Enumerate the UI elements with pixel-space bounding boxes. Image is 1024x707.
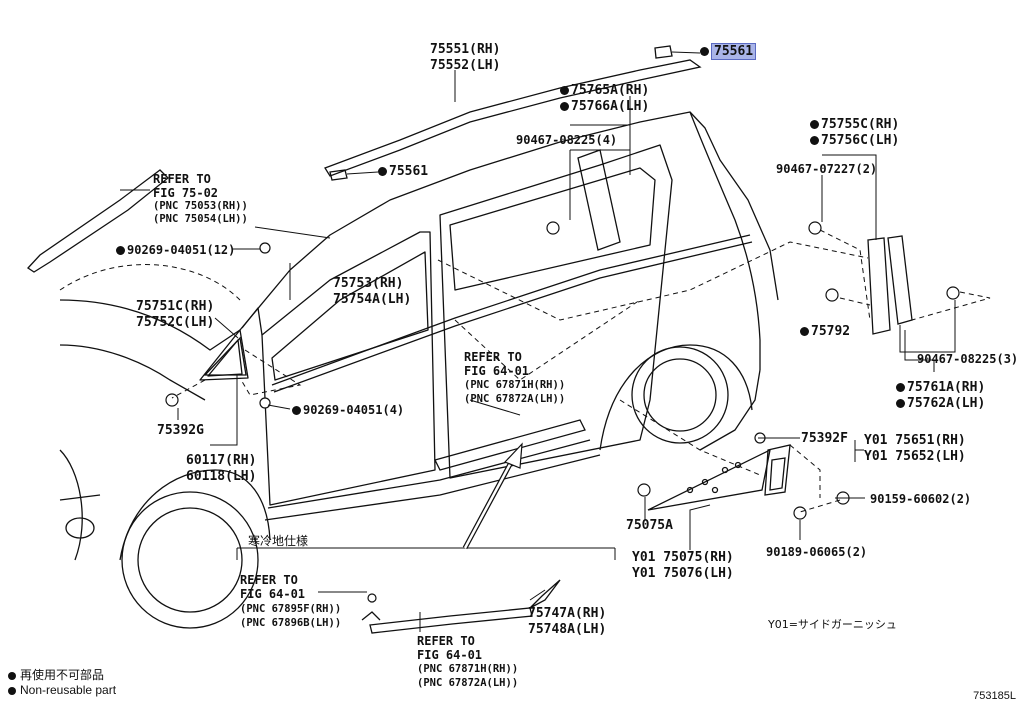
label-75762[interactable]: 75762A(LH) [896,396,985,412]
label-60118[interactable]: 60118(LH) [186,469,257,484]
refer-fig-64-01-c-line1: REFER TO [417,634,475,648]
refer-fig-64-01-b-line1: REFER TO [240,573,298,587]
fasteners [165,221,960,603]
cold-area-spec-title: 寒冷地仕様 [248,534,309,548]
label-90269-04051-4[interactable]: 90269-04051(4) [292,403,404,417]
label-90467-08225-3[interactable]: 90467-08225(3) [917,352,1019,366]
non-reusable-dot-icon [896,399,905,408]
refer-fig-64-01-a-line4: (PNC 67872A(LH)) [464,393,566,405]
non-reusable-dot-icon [896,383,905,392]
label-75075a[interactable]: 75075A [626,518,673,533]
refer-fig-64-01-c-line3: (PNC 67871H(RH)) [417,663,519,675]
label-90159-60602[interactable]: 90159-60602(2) [870,492,972,506]
label-75392g[interactable]: 75392G [157,423,204,438]
refer-fig-64-01-b-line2[interactable]: FIG 64-01 [240,587,306,601]
refer-fig-75-02-line2[interactable]: FIG 75-02 [153,186,219,200]
label-75754[interactable]: 75754A(LH) [333,292,412,307]
label-90269-04051-12[interactable]: 90269-04051(12) [116,243,235,257]
parts-shapes [27,45,913,634]
label-75761[interactable]: 75761A(RH) [896,380,985,396]
label-60117[interactable]: 60117(RH) [186,453,257,468]
refer-fig-75-02-line3: (PNC 75053(RH)) [153,200,248,212]
label-90467-07227[interactable]: 90467-07227(2) [776,162,878,176]
label-75753[interactable]: 75753(RH) [333,276,404,291]
label-y01-75651[interactable]: Y01 75651(RH) [864,433,966,448]
label-75765[interactable]: 75765A(RH) [560,83,649,99]
label-75747[interactable]: 75747A(RH) [528,606,607,621]
label-75551: 75551(RH) [430,42,501,57]
non-reusable-dot-icon [560,86,569,95]
label-y01-75075[interactable]: Y01 75075(RH) [632,550,734,565]
car-body-outline [59,111,779,629]
highlighted-part-number[interactable]: 75561 [711,43,757,60]
figure-number: 753185L [973,690,1016,702]
refer-fig-75-02-line4: (PNC 75054(LH)) [153,213,248,225]
refer-fig-75-02-line1: REFER TO [153,172,211,186]
non-reusable-dot-icon [8,672,16,680]
label-75748[interactable]: 75748A(LH) [528,622,607,637]
non-reusable-dot-icon [810,136,819,145]
label-75751[interactable]: 75751C(RH) [136,299,215,314]
cold-area-arrow [462,442,523,550]
refer-fig-64-01-a-line2[interactable]: FIG 64-01 [464,364,530,378]
label-75752[interactable]: 75752C(LH) [136,315,215,330]
non-reusable-dot-icon [700,47,709,56]
label-75756[interactable]: 75756C(LH) [810,133,899,149]
non-reusable-dot-icon [800,327,809,336]
non-reusable-dot-icon [8,687,16,695]
non-reusable-dot-icon [116,246,125,255]
refer-fig-64-01-b-line4: (PNC 67896B(LH)) [240,617,342,629]
label-90467-08225-4[interactable]: 90467-08225(4) [516,133,618,147]
refer-fig-64-01-a-line1: REFER TO [464,350,522,364]
refer-fig-64-01-b-line3: (PNC 67895F(RH)) [240,603,342,615]
refer-fig-64-01-c-line4: (PNC 67872A(LH)) [417,677,519,689]
y01-footnote: Y01=サイドガーニッシュ [768,618,897,631]
label-y01-75076[interactable]: Y01 75076(LH) [632,566,734,581]
label-75561-mid[interactable]: 75561 [378,164,428,180]
label-90189-06065[interactable]: 90189-06065(2) [766,545,868,559]
refer-fig-64-01-c-line2[interactable]: FIG 64-01 [417,648,483,662]
label-75552: 75552(LH) [430,58,501,73]
non-reusable-dot-icon [292,406,301,415]
legend-line-en: Non-reusable part [8,683,116,697]
non-reusable-dot-icon [378,167,387,176]
label-75792[interactable]: 75792 [800,324,850,340]
legend-line-ja: 再使用不可部品 [8,668,104,682]
label-75766[interactable]: 75766A(LH) [560,99,649,115]
non-reusable-dot-icon [560,102,569,111]
label-75755[interactable]: 75755C(RH) [810,117,899,133]
leader-lines [120,51,956,632]
dashed-guides [59,229,991,513]
label-y01-75652[interactable]: Y01 75652(LH) [864,449,966,464]
label-75561-top[interactable]: 75561 [700,43,757,60]
non-reusable-dot-icon [810,120,819,129]
label-75392f[interactable]: 75392F [801,431,848,446]
refer-fig-64-01-a-line3: (PNC 67871H(RH)) [464,379,566,391]
